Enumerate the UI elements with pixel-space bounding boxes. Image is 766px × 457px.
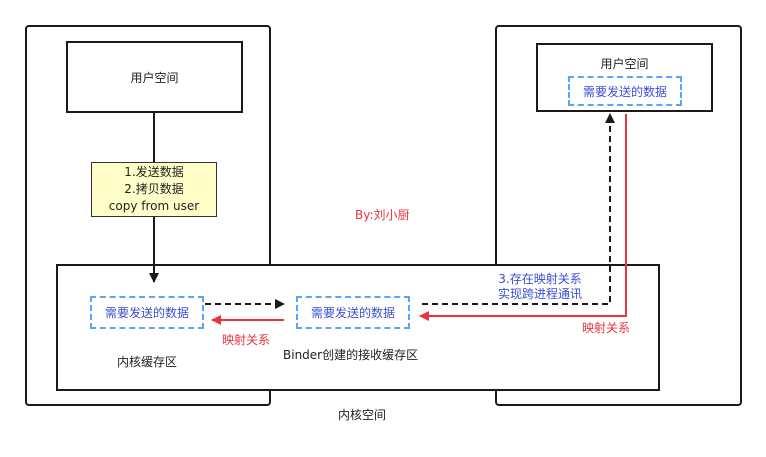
mapping-note: 3.存在映射关系 实现跨进程通讯	[498, 272, 582, 302]
mapping-label-left: 映射关系	[222, 333, 271, 347]
right-user-space-box: 用户空间 需要发送的数据	[536, 43, 713, 112]
kernel-buffer-label: 内核缓存区	[117, 355, 178, 369]
note-line-1: 1.发送数据	[124, 165, 184, 179]
kernel-space-label: 内核空间	[338, 408, 387, 422]
kernel-buffer-data: 需要发送的数据	[90, 296, 204, 329]
kernel-buffer-data-text: 需要发送的数据	[104, 306, 189, 320]
right-data-to-send-text: 需要发送的数据	[582, 84, 667, 99]
mapping-label-right: 映射关系	[582, 321, 631, 335]
mapping-note-line-1: 3.存在映射关系	[498, 272, 582, 286]
binder-buffer-data: 需要发送的数据	[296, 296, 410, 329]
binder-buffer-label: Binder创建的接收缓存区	[283, 348, 419, 362]
binder-buffer-data-text: 需要发送的数据	[310, 306, 395, 320]
copy-note: 1.发送数据 2.拷贝数据 copy from user	[91, 162, 217, 217]
left-user-space-box: 用户空间	[66, 41, 243, 113]
right-user-space-label: 用户空间	[600, 57, 649, 71]
red-arrow-user-to-binder	[419, 114, 627, 321]
note-line-2: 2.拷贝数据	[124, 182, 184, 196]
author-tag: By:刘小厨	[355, 208, 410, 222]
mapping-note-line-2: 实现跨进程通讯	[498, 287, 583, 301]
right-data-to-send: 需要发送的数据	[568, 76, 682, 106]
right-process-frame	[495, 25, 742, 406]
left-user-space-label: 用户空间	[130, 70, 179, 85]
left-process-frame	[25, 25, 271, 406]
note-line-3: copy from user	[108, 199, 200, 213]
dashed-arrow-binder-to-user	[422, 113, 615, 305]
